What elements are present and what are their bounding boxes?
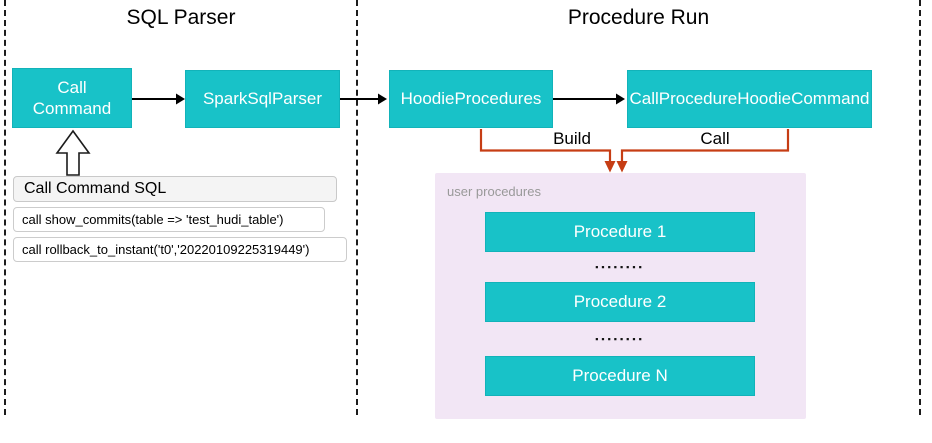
- build-connector: [479, 129, 616, 173]
- arrow-sparksqlparser-to-hoodieprocedures: [340, 93, 387, 105]
- edge-label-call: Call: [700, 129, 730, 148]
- ellipsis-dots: ▪▪▪▪▪▪▪▪: [595, 262, 645, 272]
- call-connector: [616, 129, 790, 173]
- user-procedures-panel: user procedures Procedure 1 ▪▪▪▪▪▪▪▪ Pro…: [435, 173, 806, 419]
- dashed-border-left: [4, 0, 6, 415]
- node-spark-sql-parser: SparkSqlParser: [185, 70, 340, 128]
- ellipsis-dots: ▪▪▪▪▪▪▪▪: [595, 334, 645, 344]
- section-title-procedure-run: Procedure Run: [567, 6, 710, 29]
- arrow-callcommand-to-sparksqlparser: [132, 93, 185, 105]
- sql-statement: call rollback_to_instant('t0','202201092…: [13, 237, 347, 262]
- node-hoodie-procedures: HoodieProcedures: [389, 70, 553, 128]
- node-call-command: Call Command: [12, 68, 132, 128]
- sql-examples-panel: Call Command SQL call show_commits(table…: [13, 176, 353, 262]
- procedure-box-1: Procedure 1: [485, 212, 755, 252]
- hollow-up-arrow-icon: [55, 129, 91, 176]
- procedure-box-2: Procedure 2: [485, 282, 755, 322]
- sql-panel-title: Call Command SQL: [13, 176, 337, 202]
- arrow-hoodieprocedures-to-callprocedure: [553, 93, 625, 105]
- section-title-sql-parser: SQL Parser: [126, 6, 236, 29]
- dashed-border-right: [919, 0, 921, 415]
- procedure-box-n: Procedure N: [485, 356, 755, 396]
- dashed-border-divider: [356, 0, 358, 415]
- user-procedures-label: user procedures: [447, 184, 541, 199]
- edge-label-build: Build: [553, 129, 591, 148]
- sql-statement: call show_commits(table => 'test_hudi_ta…: [13, 207, 325, 232]
- node-call-procedure-hoodie-command: CallProcedureHoodieCommand: [627, 70, 872, 128]
